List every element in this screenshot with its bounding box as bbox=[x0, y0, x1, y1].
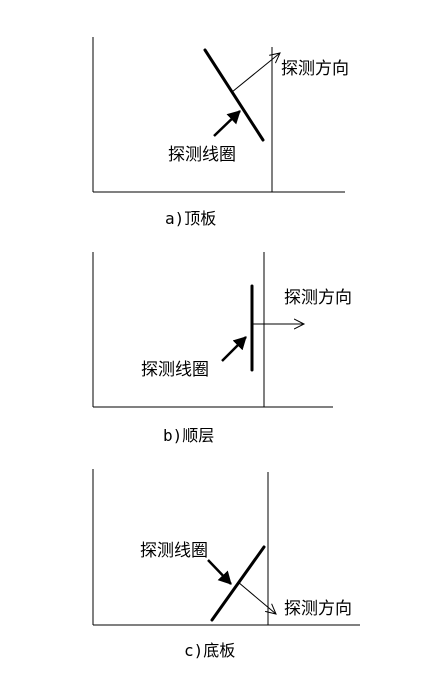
panel-seam: 探测方向 探测线圈 b)顺层 bbox=[92, 252, 352, 445]
panel-a-direction-label: 探测方向 bbox=[281, 59, 349, 79]
panel-c-coil-label: 探测线圈 bbox=[140, 541, 208, 561]
panel-c-direction-label: 探测方向 bbox=[284, 599, 352, 619]
panel-a-coil bbox=[203, 48, 265, 142]
panel-b-coil-label: 探测线圈 bbox=[141, 360, 209, 380]
panel-c-coil-pointer bbox=[207, 559, 232, 585]
panel-b-caption: b)顺层 bbox=[163, 426, 214, 445]
panel-c-coil bbox=[210, 545, 266, 622]
panel-c-caption: c)底板 bbox=[184, 641, 235, 660]
panel-a-coil-pointer bbox=[213, 110, 241, 137]
panel-b-direction-label: 探测方向 bbox=[284, 288, 352, 308]
panel-a-direction-arrow bbox=[231, 53, 280, 93]
panel-floor: 探测线圈 探测方向 c)底板 bbox=[92, 469, 360, 660]
panel-a-coil-label: 探测线圈 bbox=[168, 145, 236, 165]
panel-a-caption: a)顶板 bbox=[165, 209, 216, 228]
panel-b-coil-pointer bbox=[221, 336, 247, 362]
panel-c-direction-arrow bbox=[237, 581, 276, 614]
panel-roof: 探测方向 探测线圈 a)顶板 bbox=[92, 37, 349, 228]
